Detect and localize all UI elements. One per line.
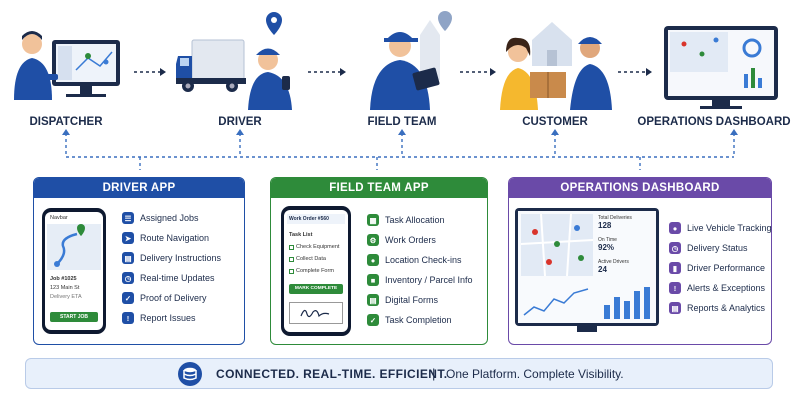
clock-icon: ◷ [122, 272, 134, 284]
footer-tagline: CONNECTED. REAL-TIME. EFFICIENT. [216, 367, 448, 381]
role-label-operations-dashboard: OPERATIONS DASHBOARD [637, 116, 791, 128]
driver-feature-2: ▤Delivery Instructions [122, 252, 221, 264]
field-feature-1: ⚙Work Orders [367, 234, 436, 246]
footer-banner: CONNECTED. REAL-TIME. EFFICIENT. | One P… [25, 358, 773, 389]
field-feature-0: ▦Task Allocation [367, 214, 445, 226]
checkbox-icon [289, 256, 294, 262]
driver-app-card: DRIVER APP Navbar Job #1025 123 Main St … [33, 177, 245, 345]
bar-chart-icon [604, 287, 650, 319]
inventory-icon: ■ [367, 274, 379, 286]
tracking-icon: ● [669, 222, 681, 234]
performance-icon: ▮ [669, 262, 681, 274]
ops-feature-2: ▮Driver Performance [669, 262, 765, 274]
task-item-2[interactable]: Complete Form [289, 268, 334, 274]
ops-feature-4: ▤Reports & Analytics [669, 302, 765, 314]
driver-illustration [176, 12, 292, 110]
task-list-label: Task List [289, 232, 313, 238]
forms-icon: ▤ [367, 294, 379, 306]
location-icon: ● [367, 254, 379, 266]
signature-icon [289, 302, 343, 324]
role-label-customer: CUSTOMER [522, 116, 588, 128]
monitor-stand [577, 326, 597, 332]
navigation-icon: ➤ [122, 232, 134, 244]
check-icon: ✓ [367, 314, 379, 326]
operations-dashboard-card: OPERATIONS DASHBOARD Total Deliveries 12… [508, 177, 772, 345]
field-feature-5: ✓Task Completion [367, 314, 452, 326]
instructions-icon: ▤ [122, 252, 134, 264]
route-map-icon [47, 224, 101, 270]
work-orders-icon: ⚙ [367, 234, 379, 246]
jobs-icon: ☰ [122, 212, 134, 224]
role-label-driver: DRIVER [218, 116, 262, 128]
ops-feature-3: !Alerts & Exceptions [669, 282, 765, 294]
field-app-title: FIELD TEAM APP [271, 178, 487, 198]
driver-phone-eta: Delivery ETA [50, 294, 82, 300]
driver-feature-4: ✓Proof of Delivery [122, 292, 207, 304]
dashboard-monitor: Total Deliveries 128 On Time 92% Active … [515, 208, 659, 326]
field-team-app-card: FIELD TEAM APP Work Order #560 Task List… [270, 177, 488, 345]
ops-dashboard-title: OPERATIONS DASHBOARD [509, 178, 771, 198]
driver-app-title: DRIVER APP [34, 178, 244, 198]
stat-active-drivers: Active Drivers 24 [598, 259, 629, 274]
role-label-field-team: FIELD TEAM [367, 116, 437, 128]
reports-icon: ▤ [669, 302, 681, 314]
driver-feature-3: ◷Real-time Updates [122, 272, 215, 284]
footer-separator: | [432, 366, 436, 381]
alert-icon: ! [669, 282, 681, 294]
field-phone-mockup: Work Order #560 Task List Check Equipmen… [281, 206, 351, 336]
field-feature-3: ■Inventory / Parcel Info [367, 274, 473, 286]
start-job-button[interactable]: START JOB [50, 312, 98, 322]
driver-phone-mockup: Navbar Job #1025 123 Main St Delivery ET… [42, 208, 106, 334]
customer-illustration [500, 22, 612, 110]
status-icon: ◷ [669, 242, 681, 254]
driver-feature-5: !Report Issues [122, 312, 196, 324]
mark-complete-button[interactable]: MARK COMPLETE [289, 284, 343, 294]
stat-total-deliveries: Total Deliveries 128 [598, 215, 632, 230]
checkbox-icon [289, 268, 294, 274]
field-feature-4: ▤Digital Forms [367, 294, 438, 306]
ops-feature-1: ◷Delivery Status [669, 242, 748, 254]
footer-subtitle: One Platform. Complete Visibility. [446, 367, 624, 381]
database-icon [178, 362, 202, 386]
connector-bus [65, 133, 735, 170]
checkbox-icon [289, 244, 294, 250]
field-team-illustration [370, 11, 452, 110]
role-label-dispatcher: DISPATCHER [29, 116, 103, 128]
driver-feature-0: ☰Assigned Jobs [122, 212, 199, 224]
vehicle-map-icon [521, 214, 593, 276]
task-item-1[interactable]: Collect Data [289, 256, 326, 262]
driver-phone-address: 123 Main St [50, 285, 80, 291]
ops-feature-0: ●Live Vehicle Tracking [669, 222, 771, 234]
dispatcher-illustration [14, 31, 120, 100]
field-feature-2: ●Location Check-ins [367, 254, 462, 266]
allocation-icon: ▦ [367, 214, 379, 226]
ops-dashboard-illustration [664, 26, 778, 109]
line-chart-icon [523, 288, 589, 316]
workflow-illustrations [14, 11, 778, 170]
warning-icon: ! [122, 312, 134, 324]
driver-phone-job: Job #1025 [50, 276, 77, 282]
driver-feature-1: ➤Route Navigation [122, 232, 209, 244]
proof-icon: ✓ [122, 292, 134, 304]
stat-on-time: On Time 92% [598, 237, 617, 252]
work-order-header: Work Order #560 [287, 214, 345, 224]
driver-phone-header: Navbar [50, 215, 68, 221]
task-item-0[interactable]: Check Equipment [289, 244, 339, 250]
